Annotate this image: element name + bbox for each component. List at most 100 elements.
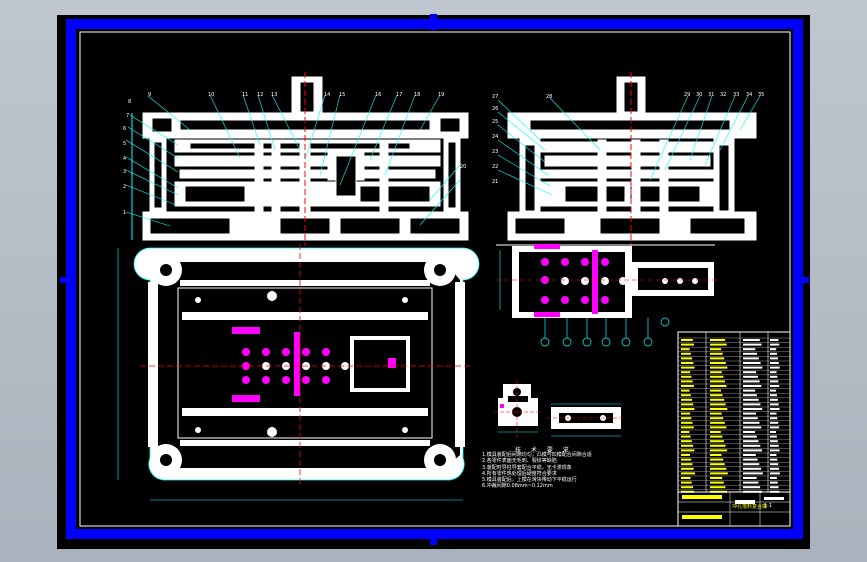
bom-cell-mark — [743, 380, 760, 383]
bom-cell-mark — [743, 444, 761, 447]
part-number-label: 30 — [696, 92, 702, 98]
bom-cell-mark — [710, 458, 724, 461]
bom-cell-mark — [770, 477, 777, 479]
bom-cell-mark — [770, 449, 780, 452]
part-number-label: 6 — [123, 126, 126, 132]
bom-cell-mark — [710, 454, 722, 456]
bom-cell-mark — [710, 408, 728, 410]
bom-cell-mark — [710, 352, 723, 355]
side-section-view — [507, 72, 757, 246]
bom-cell-mark — [770, 398, 778, 401]
bom-cell-mark — [770, 421, 779, 424]
bom-cell-mark — [770, 380, 779, 383]
bom-cell-mark — [743, 348, 756, 351]
part-number-label: 11 — [242, 92, 248, 98]
bom-cell-mark — [710, 463, 725, 466]
part-number-label: 1 — [123, 210, 126, 216]
bom-cell-mark — [743, 458, 758, 461]
bom-cell-mark — [770, 371, 777, 374]
bom-cell-mark — [743, 477, 757, 479]
bom-cell-mark — [743, 398, 759, 401]
part-number-label: 2 — [123, 184, 126, 190]
bom-cell-mark — [681, 472, 695, 475]
bom-cell-mark — [770, 454, 777, 456]
bom-cell-mark — [743, 435, 757, 438]
bom-cell-mark — [681, 444, 694, 447]
bom-cell-mark — [681, 412, 691, 415]
part-number-label: 3 — [123, 169, 126, 175]
bom-cell-mark — [710, 435, 723, 438]
part-number-label: 24 — [492, 134, 498, 140]
bom-cell-mark — [743, 440, 759, 443]
part-number-label: 20 — [460, 164, 466, 170]
bom-cell-mark — [681, 380, 693, 383]
bom-cell-mark — [743, 343, 762, 346]
bom-cell-mark — [743, 394, 757, 397]
title-block — [677, 491, 791, 527]
bom-cell-mark — [770, 472, 780, 475]
part-number-label: 26 — [492, 106, 498, 112]
bom-cell-mark — [770, 440, 778, 443]
part-number-label: 27 — [492, 94, 498, 100]
tech-line: 2.各零件表面无毛刺、裂纹等缺陷 — [482, 458, 557, 465]
part-number-label: 32 — [720, 92, 726, 98]
part-number-label: 7 — [126, 113, 129, 119]
bom-cell-mark — [710, 366, 728, 369]
bom-cell-mark — [770, 348, 777, 351]
front-leader-lines — [125, 94, 461, 227]
bom-cell-mark — [770, 339, 779, 341]
bom-cell-mark — [743, 408, 763, 410]
bom-cell-mark — [681, 440, 692, 443]
bom-cell-mark — [743, 412, 756, 415]
bom-cell-mark — [681, 467, 694, 470]
bom-cell-mark — [743, 467, 762, 470]
bom-cell-mark — [681, 375, 692, 378]
bom-cell-mark — [743, 403, 761, 406]
bom-cell-mark — [743, 352, 758, 355]
bom-cell-mark — [770, 352, 778, 355]
part-number-label: 34 — [746, 92, 752, 98]
bom-cell-mark — [743, 385, 762, 387]
bom-cell-mark — [710, 380, 725, 383]
bom-cell-mark — [681, 343, 694, 346]
bom-cell-mark — [681, 481, 692, 484]
bom-cell-mark — [743, 481, 759, 484]
bom-cell-mark — [681, 348, 690, 351]
bom-cell-mark — [681, 458, 692, 461]
bom-cell-mark — [770, 467, 780, 470]
bom-cell-mark — [770, 343, 780, 346]
bom-cell-mark — [743, 463, 760, 466]
bom-cell-mark — [681, 403, 694, 406]
bom-cell-mark — [770, 444, 779, 447]
bom-cell-mark — [710, 362, 726, 364]
bom-cell-mark — [681, 389, 690, 392]
bom-cell-mark — [770, 431, 776, 433]
bom-cell-mark — [710, 394, 723, 397]
bom-cell-mark — [710, 444, 726, 447]
bom-cell-mark — [743, 486, 761, 489]
bom-cell-mark — [710, 389, 721, 392]
part-number-label: 13 — [271, 92, 277, 98]
bom-cell-mark — [710, 467, 727, 470]
bom-cell-mark — [681, 408, 695, 410]
part-number-label: 31 — [708, 92, 714, 98]
bom-cell-mark — [743, 417, 758, 420]
front-section-view — [131, 72, 469, 246]
part-number-label: 29 — [684, 92, 690, 98]
part-number-label: 16 — [375, 92, 381, 98]
bom-cell-mark — [770, 408, 780, 410]
part-number-label: 17 — [396, 92, 402, 98]
bom-cell-mark — [770, 357, 778, 360]
side-leader-lines — [497, 95, 761, 196]
bom-cell-mark — [681, 398, 692, 401]
part-number-label: 28 — [546, 94, 552, 100]
bom-cell-mark — [770, 362, 779, 364]
bom-cell-mark — [710, 339, 726, 341]
tech-line: 3.装配时导柱导套配合平稳，无卡滞现象 — [482, 464, 572, 471]
part-number-label: 21 — [492, 179, 498, 185]
plan-view — [117, 244, 480, 501]
bom-cell-mark — [770, 412, 777, 415]
bom-cell-mark — [770, 403, 779, 406]
part-number-label: 10 — [208, 92, 214, 98]
